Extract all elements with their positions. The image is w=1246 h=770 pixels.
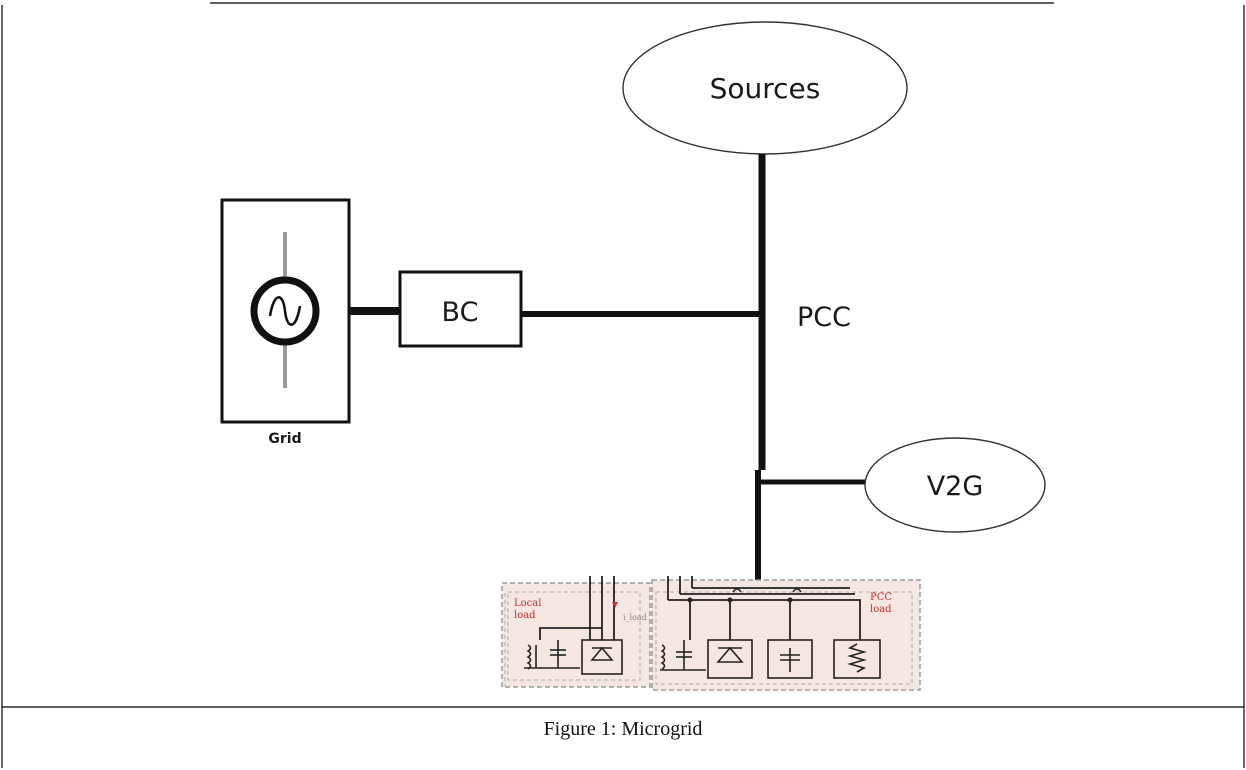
grid-node: Grid	[220, 198, 351, 447]
pcc-load-components	[660, 588, 881, 679]
sources-label: Sources	[710, 72, 821, 105]
main-bus	[755, 154, 766, 580]
v2g-node: V2G	[864, 437, 1046, 533]
sources-node: Sources	[622, 21, 908, 155]
local-load-components	[524, 639, 623, 675]
grid-label: Grid	[268, 431, 301, 447]
pcc-label: PCC	[797, 302, 851, 333]
pcc-load-panel	[651, 579, 921, 691]
loads-panel: Local load i_load PCC load	[501, 576, 921, 691]
pcc-load-label-line2: load	[870, 604, 892, 615]
local-load-current-label: i_load	[623, 613, 647, 622]
figure-caption: Figure 1: Microgrid	[543, 718, 703, 740]
bc-label: BC	[442, 297, 479, 328]
local-load-panel	[501, 582, 651, 688]
bc-node: BC	[398, 270, 523, 348]
local-load-label-line1: Local	[514, 598, 541, 609]
v2g-label: V2G	[927, 471, 984, 502]
local-load-label-line2: load	[514, 610, 536, 621]
pcc-load-label-line1: PCC	[870, 592, 892, 603]
